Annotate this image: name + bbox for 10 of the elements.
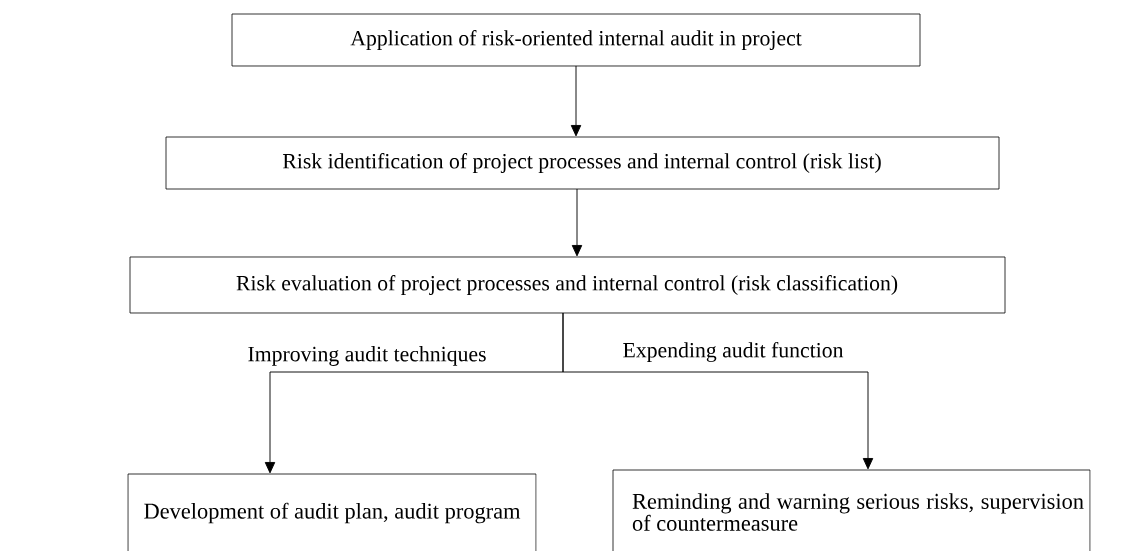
process-box: Application of risk-oriented internal audit in project: [231, 13, 921, 67]
process-box: Development of audit plan, audit program: [127, 473, 537, 551]
arrow: [562, 312, 874, 470]
arrow: [571, 188, 583, 257]
arrow: [570, 65, 582, 137]
process-box: Risk identification of project processes and internal control (risk list): [165, 136, 1000, 190]
process-box: Reminding and warning serious risks, supervision of countermeasure: [612, 469, 1091, 551]
edge-label: Improving audit techniques: [246, 345, 488, 367]
process-box: Risk evaluation of project processes and internal control (risk classification): [129, 256, 1006, 314]
edge-label: Expending audit function: [621, 341, 845, 363]
